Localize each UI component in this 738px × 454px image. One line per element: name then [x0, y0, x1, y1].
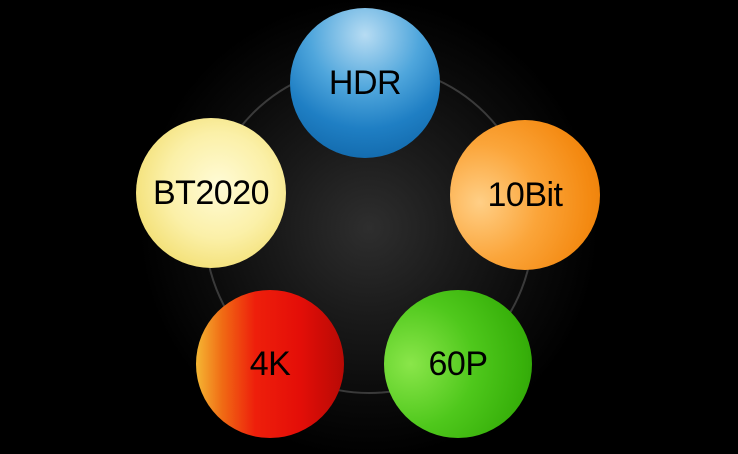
4k-circle: 4K	[196, 290, 344, 438]
bt2020-circle: BT2020	[136, 118, 286, 268]
hdr-label: HDR	[328, 63, 402, 102]
60p-label: 60P	[428, 344, 489, 383]
60p-circle: 60P	[384, 290, 532, 438]
10bit-circle: 10Bit	[450, 120, 600, 270]
10bit-label: 10Bit	[487, 175, 564, 214]
4k-label: 4K	[249, 344, 291, 383]
hdr-circle: HDR	[290, 8, 440, 158]
bt2020-label: BT2020	[152, 173, 270, 212]
